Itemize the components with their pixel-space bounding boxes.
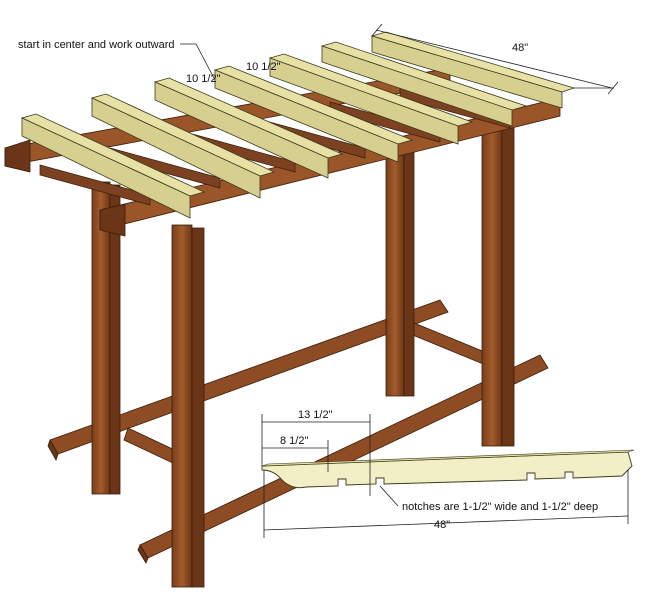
detail-48-label: 48"	[434, 519, 450, 531]
front-right-post	[481, 127, 515, 447]
start-note: start in center and work outward	[18, 39, 175, 51]
front-left-post	[171, 224, 205, 588]
rafter-6	[320, 41, 528, 127]
detail-48-dimension	[263, 470, 629, 538]
rafter-5	[268, 53, 474, 145]
spacing-label-a: 10 1/2"	[186, 73, 221, 85]
detail-13-label: 13 1/2"	[298, 409, 333, 421]
start-note-leader	[180, 43, 216, 81]
rafter-1	[20, 113, 206, 219]
back-center-post	[385, 151, 415, 397]
notch-note: notches are 1-1/2" wide and 1-1/2" deep	[402, 501, 598, 513]
rafter-3	[153, 77, 344, 179]
detail-8-dimension	[262, 440, 329, 472]
bottom-back-stretcher	[47, 299, 449, 461]
rafter-2	[90, 93, 276, 199]
top-width-label: 48"	[512, 42, 528, 54]
notch-leader	[379, 485, 399, 507]
rafter-detail	[261, 449, 635, 489]
rafter-4	[213, 65, 414, 163]
top-width-dimension	[371, 23, 619, 95]
rafters	[20, 31, 576, 219]
bottom-front-stretcher	[137, 354, 549, 564]
spacing-label-b: 10 1/2"	[246, 61, 281, 73]
detail-8-label: 8 1/2"	[280, 435, 308, 447]
rafter-7	[370, 31, 576, 109]
detail-13-dimension	[261, 414, 371, 496]
